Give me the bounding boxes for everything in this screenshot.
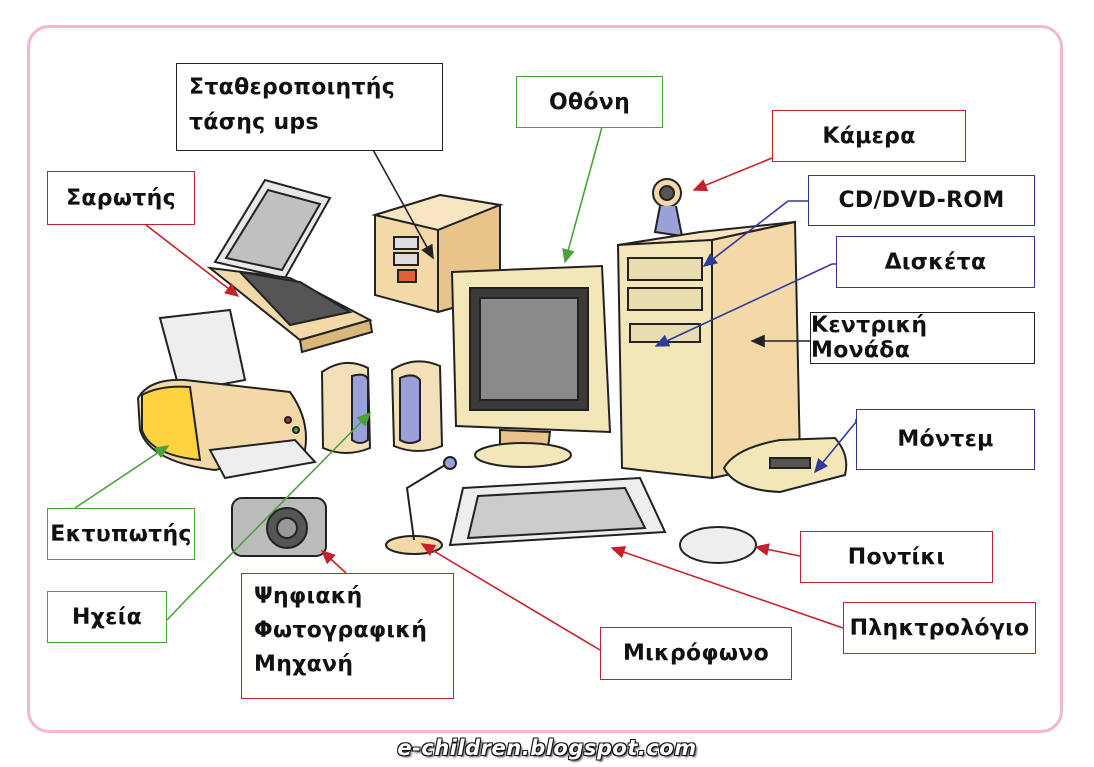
connector-cd [702,200,808,267]
label-scanner: Σαρωτής [47,171,195,225]
label-cpu: Κεντρική Μονάδα [810,312,1035,364]
digital-camera-device [231,497,327,557]
printer-device [136,308,317,480]
label-camera: Κάμερα [772,110,966,162]
scanner-device [206,178,374,354]
label-stabilizer: Σταθεροποιητής τάσης ups [176,63,443,151]
connector-stabilizer [371,147,434,260]
connector-microphone [420,543,601,651]
connector-speakers [166,411,372,621]
connector-printer [74,445,170,509]
connector-camera [692,157,773,192]
label-stabilizer-line2: τάσης ups [189,110,319,136]
microphone-device [385,456,457,555]
label-modem: Μόντεμ [856,409,1035,470]
connector-scanner [145,224,240,297]
label-stabilizer-line1: Σταθεροποιητής [189,75,396,100]
modem-device [722,436,848,494]
mouse-device [679,526,757,564]
watermark-text: e-children.blogspot.com [397,736,697,760]
label-digicam-line2: Φωτογραφική [254,618,428,644]
label-speakers: Ηχεία [47,591,167,643]
cpu-tower [616,220,802,480]
keyboard-device [448,476,667,547]
label-monitor: Οθόνη [516,76,663,128]
label-digicam: Ψηφιακή Φωτογραφική Μηχανή [241,573,454,699]
label-floppy: Δισκέτα [836,236,1035,288]
connector-keyboard [610,546,844,629]
label-microphone: Μικρόφωνο [600,627,792,680]
speakers-device [320,360,444,454]
label-printer: Εκτυπωτής [47,508,195,560]
label-mouse: Ποντίκι [800,531,993,583]
monitor-device [450,264,612,468]
connector-monitor [562,126,603,264]
connector-floppy [654,263,836,347]
label-digicam-line1: Ψηφιακή [254,584,363,609]
connector-mouse [754,543,801,557]
connector-digicam [320,549,347,574]
label-digicam-line3: Μηχανή [254,652,354,678]
webcam-device [652,178,684,238]
label-keyboard: Πληκτρολόγιο [843,602,1036,654]
label-cd-rom: CD/DVD-ROM [808,175,1035,226]
